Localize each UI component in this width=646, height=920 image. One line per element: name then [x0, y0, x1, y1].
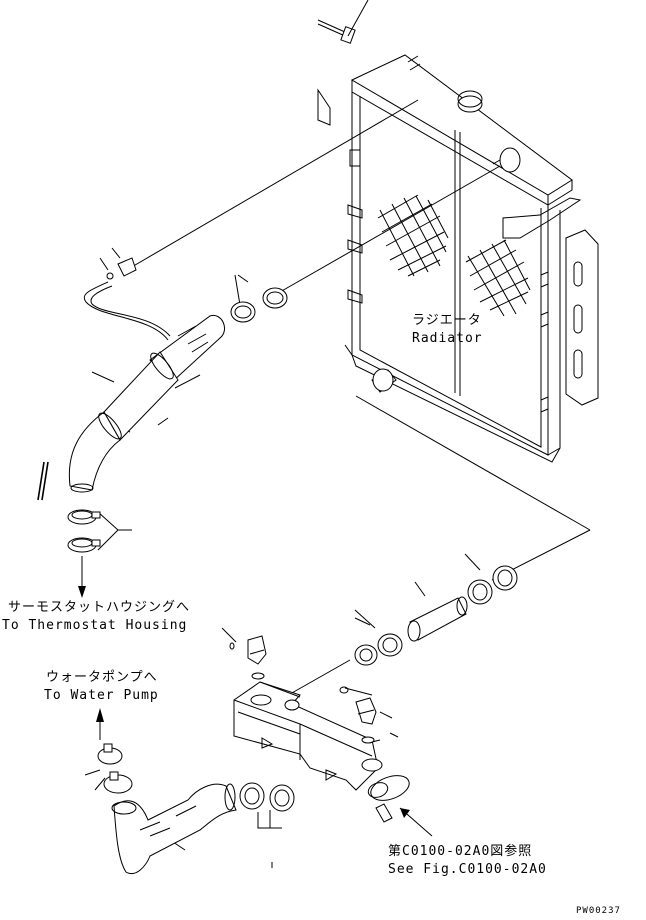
clamp-thermostat-1 [67, 509, 101, 525]
water-pump-connection [96, 708, 295, 874]
arrow-see-fig [400, 808, 410, 818]
arrow-to-water-pump [96, 708, 104, 722]
clamp-water-pump-2 [103, 771, 133, 794]
radiator-label-en: Radiator [412, 331, 483, 346]
thermostat-clamps [67, 509, 101, 598]
straight-hose [407, 596, 468, 642]
upper-outlet-pipe [492, 147, 521, 173]
radiator-label-jp: ラジエータ [412, 313, 482, 328]
hose-clamp-upper-1 [262, 287, 288, 309]
side-guard-plate [565, 229, 599, 406]
clamp-lower-right-2 [467, 579, 493, 605]
thermostat-label-en: To Thermostat Housing [2, 618, 188, 633]
elbow-fitting-lower [339, 686, 377, 725]
clamp-lower-right-4 [354, 644, 378, 666]
hose-clamp-upper-2 [230, 301, 256, 323]
radiator-cap [457, 90, 483, 113]
clamp-lower-right-1 [492, 565, 518, 591]
core-mesh-left [377, 194, 449, 277]
lower-bent-hose [111, 783, 237, 874]
water-pump-label-en: To Water Pump [44, 688, 159, 703]
lower-right-hose [354, 565, 518, 666]
upper-hose-assembly [37, 257, 288, 501]
clamp-lower-right-3 [377, 633, 403, 657]
radiator-assembly [317, 19, 599, 463]
gasket-lower [361, 736, 375, 744]
thermostat-label-jp: サーモスタットハウジングへ [8, 600, 191, 615]
upper-bent-hose [68, 314, 225, 493]
clamp-lower-hose-1 [239, 782, 265, 810]
arrow-to-thermostat [78, 586, 86, 598]
lower-outlet-pipe [371, 368, 397, 393]
see-fig-label-jp: 第C0100-02A0図参照 [388, 844, 533, 859]
water-pump-label-jp: ウォータポンプへ [46, 670, 158, 685]
core-mesh-right [465, 239, 531, 317]
clamp-lower-hose-2 [269, 784, 295, 812]
elbow-fitting-upper [229, 635, 267, 665]
clamp-thermostat-2 [67, 537, 101, 553]
see-fig-label-en: See Fig.C0100-02A0 [388, 862, 547, 877]
clamp-water-pump-1 [97, 743, 123, 765]
drawing-code: PW00237 [576, 906, 621, 916]
leader-lines [84, 0, 591, 868]
water-pipe-tank [233, 681, 433, 837]
bleed-fitting [106, 257, 137, 280]
gasket-upper [251, 672, 265, 680]
